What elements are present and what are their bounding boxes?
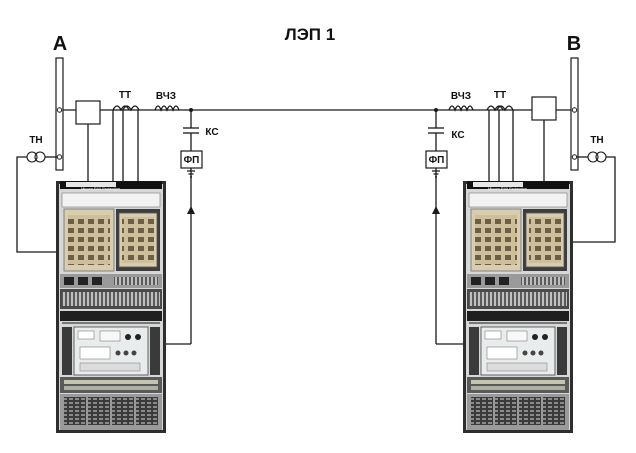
substation-right-name: В [567,33,581,55]
right-wave-trap [448,105,474,112]
left-ks-label: КС [205,127,218,138]
left-wave-trap [154,105,180,112]
right-fp-ground [432,170,440,178]
left-cabinet-label: Micom P40 Protection [81,186,120,191]
substation-left-name: А [53,33,67,55]
right-relay-cabinet: Micom P40 Protection [462,180,574,434]
left-tt-label: ТТ [119,90,131,101]
left-breaker [75,100,101,125]
left-side: ТТ ВЧЗ КС ФП ТН Micom P40 Protection [16,57,219,434]
left-fp-ground [187,170,195,178]
right-ct-coils [486,105,514,112]
right-ks-label: КС [451,130,464,141]
right-tn-label: ТН [590,135,603,146]
right-breaker [531,96,557,121]
right-bus-node [571,107,578,113]
left-ct-coils [112,105,140,112]
right-fp-label: ФП [429,155,445,166]
right-tn-node [571,154,578,160]
left-vchz-label: ВЧЗ [156,91,176,102]
left-arrow [187,206,195,214]
right-cabinet-label: Micom P40 Protection [488,186,527,191]
left-busbar [55,57,64,171]
left-tn-node [56,154,63,160]
right-busbar [570,57,579,171]
left-bus-node [56,107,63,113]
right-side: ТТ ВЧЗ КС ФП ТН Micom P40 Protection [425,57,616,434]
diagram-title: ЛЭП 1 [285,25,335,44]
right-tt-label: ТТ [494,90,506,101]
right-arrow [432,206,440,214]
left-fp-label: ФП [184,155,200,166]
right-vchz-label: ВЧЗ [451,91,471,102]
left-relay-cabinet: Micom P40 Protection [55,180,167,434]
left-tn-label: ТН [29,135,42,146]
